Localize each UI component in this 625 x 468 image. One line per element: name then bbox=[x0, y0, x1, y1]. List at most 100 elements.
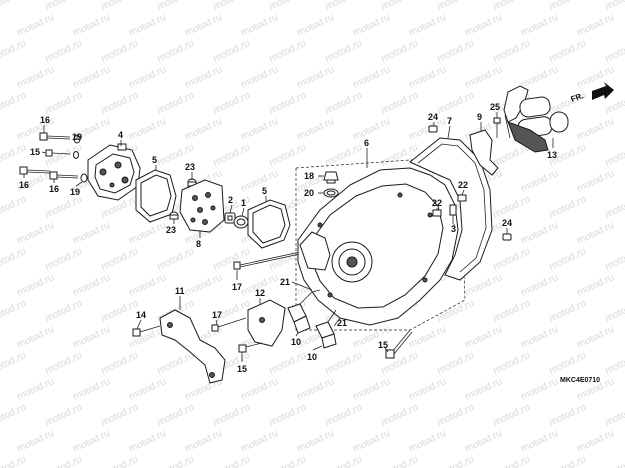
callout-12: 12 bbox=[255, 288, 265, 298]
watermark-text: motod.ru bbox=[71, 220, 111, 247]
watermark-text: motod.ru bbox=[15, 12, 55, 39]
watermark-text: motod.ru bbox=[463, 12, 503, 39]
watermark-text: motod.ru bbox=[211, 402, 251, 429]
front-arrow-icon bbox=[592, 82, 614, 100]
callout-19-top: 19 bbox=[72, 132, 82, 142]
callout-18: 18 bbox=[304, 171, 314, 181]
watermark-text: motod.ru bbox=[603, 350, 625, 377]
watermark-text: motod.ru bbox=[43, 298, 83, 325]
watermark-text: motod.ru bbox=[155, 246, 195, 273]
watermark-text: motod.ru bbox=[491, 246, 531, 273]
watermark-text: motod.ru bbox=[435, 90, 475, 117]
watermark-text: motod.ru bbox=[351, 12, 391, 39]
watermark-text: motod.ru bbox=[155, 0, 195, 13]
callout-15-lower-right: 15 bbox=[378, 340, 388, 350]
watermark-text: motod.ru bbox=[99, 298, 139, 325]
watermark-text: motod.ru bbox=[0, 246, 28, 273]
watermark-text: motod.ru bbox=[603, 0, 625, 13]
watermark-text: motod.ru bbox=[127, 376, 167, 403]
watermark-text: motod.ru bbox=[491, 194, 531, 221]
watermark-text: motod.ru bbox=[547, 0, 587, 13]
watermark-text: motod.ru bbox=[99, 246, 139, 273]
watermark-text: motod.ru bbox=[211, 38, 251, 65]
callout-25: 25 bbox=[490, 102, 500, 112]
watermark-text: motod.ru bbox=[547, 246, 587, 273]
watermark-text: motod.ru bbox=[575, 272, 615, 299]
watermark-text: motod.ru bbox=[0, 38, 28, 65]
callout-21-left: 21 bbox=[280, 277, 290, 287]
watermark-text: motod.ru bbox=[43, 350, 83, 377]
watermark-text: motod.ru bbox=[379, 142, 419, 169]
watermark-text: motod.ru bbox=[463, 324, 503, 351]
watermark-text: motod.ru bbox=[71, 376, 111, 403]
watermark-text: motod.ru bbox=[379, 90, 419, 117]
main-cover-6 bbox=[295, 159, 466, 331]
watermark-text: motod.ru bbox=[435, 454, 475, 468]
watermark-text: motod.ru bbox=[71, 272, 111, 299]
callout-13: 13 bbox=[547, 150, 557, 160]
watermark-text: motod.ru bbox=[519, 376, 559, 403]
watermark-text: motod.ru bbox=[379, 0, 419, 13]
bolt-16-lower-right bbox=[49, 171, 88, 183]
watermark-text: motod.ru bbox=[127, 12, 167, 39]
parts-drawing bbox=[19, 82, 614, 384]
watermark-text: motod.ru bbox=[491, 402, 531, 429]
bracket-12 bbox=[247, 299, 286, 347]
watermark-text: motod.ru bbox=[351, 116, 391, 143]
callout-5-left: 5 bbox=[152, 155, 157, 165]
bolt-15-lower-right bbox=[385, 329, 413, 359]
watermark-text: motod.ru bbox=[211, 246, 251, 273]
callout-5-right: 5 bbox=[262, 186, 267, 196]
watermark-text: motod.ru bbox=[379, 350, 419, 377]
watermark-text: motod.ru bbox=[379, 402, 419, 429]
callout-labels: 16 19 4 15 16 16 19 5 23 23 8 2 1 5 17 6… bbox=[19, 91, 600, 384]
watermark-text: motod.ru bbox=[99, 38, 139, 65]
watermark-text: motod.ru bbox=[295, 116, 335, 143]
watermark-text: motod.ru bbox=[71, 428, 111, 455]
dowel-24-upper bbox=[428, 125, 438, 133]
watermark-text: motod.ru bbox=[99, 350, 139, 377]
watermark-text: motod.ru bbox=[463, 272, 503, 299]
watermark-text: motod.ru bbox=[463, 64, 503, 91]
bolt-17-lower bbox=[211, 317, 247, 332]
callout-6: 6 bbox=[364, 138, 369, 148]
watermark-text: motod.ru bbox=[0, 350, 28, 377]
callout-1: 1 bbox=[241, 198, 246, 208]
watermark-text: motod.ru bbox=[43, 454, 83, 468]
watermark-text: motod.ru bbox=[211, 90, 251, 117]
callout-9: 9 bbox=[477, 112, 482, 122]
watermark-text: motod.ru bbox=[155, 454, 195, 468]
watermark-text: motod.ru bbox=[351, 64, 391, 91]
watermark-text: motod.ru bbox=[575, 428, 615, 455]
watermark-text: motod.ru bbox=[267, 454, 307, 468]
watermark-text: motod.ru bbox=[127, 220, 167, 247]
watermark-text: motod.ru bbox=[491, 38, 531, 65]
watermark-text: motod.ru bbox=[435, 38, 475, 65]
watermark-text: motod.ru bbox=[43, 90, 83, 117]
watermark-text: motod.ru bbox=[267, 90, 307, 117]
callout-2: 2 bbox=[228, 195, 233, 205]
callout-4: 4 bbox=[118, 130, 123, 140]
dowel-24-lower bbox=[502, 233, 512, 241]
watermark-text: motod.ru bbox=[519, 64, 559, 91]
bolt-15 bbox=[45, 149, 79, 159]
callout-23-upper: 23 bbox=[185, 162, 195, 172]
callout-23-lower: 23 bbox=[166, 225, 176, 235]
watermark-text: motod.ru bbox=[239, 12, 279, 39]
callout-15-lower-left: 15 bbox=[237, 364, 247, 374]
watermark-text: motod.ru bbox=[491, 350, 531, 377]
watermark-text: motod.ru bbox=[323, 402, 363, 429]
watermark-text: motod.ru bbox=[519, 428, 559, 455]
callout-24-upper: 24 bbox=[428, 112, 438, 122]
watermark-text: motod.ru bbox=[211, 0, 251, 13]
watermark-text: motod.ru bbox=[0, 194, 28, 221]
callout-20: 20 bbox=[304, 188, 314, 198]
watermark-text: motod.ru bbox=[519, 220, 559, 247]
watermark-text: motod.ru bbox=[239, 376, 279, 403]
diagram-reference-code: MKC4E0710 bbox=[560, 377, 600, 384]
watermark-text: motod.ru bbox=[603, 298, 625, 325]
watermark-text: motod.ru bbox=[43, 38, 83, 65]
watermark-text: motod.ru bbox=[603, 194, 625, 221]
watermark-text: motod.ru bbox=[211, 454, 251, 468]
watermark-text: motod.ru bbox=[15, 428, 55, 455]
